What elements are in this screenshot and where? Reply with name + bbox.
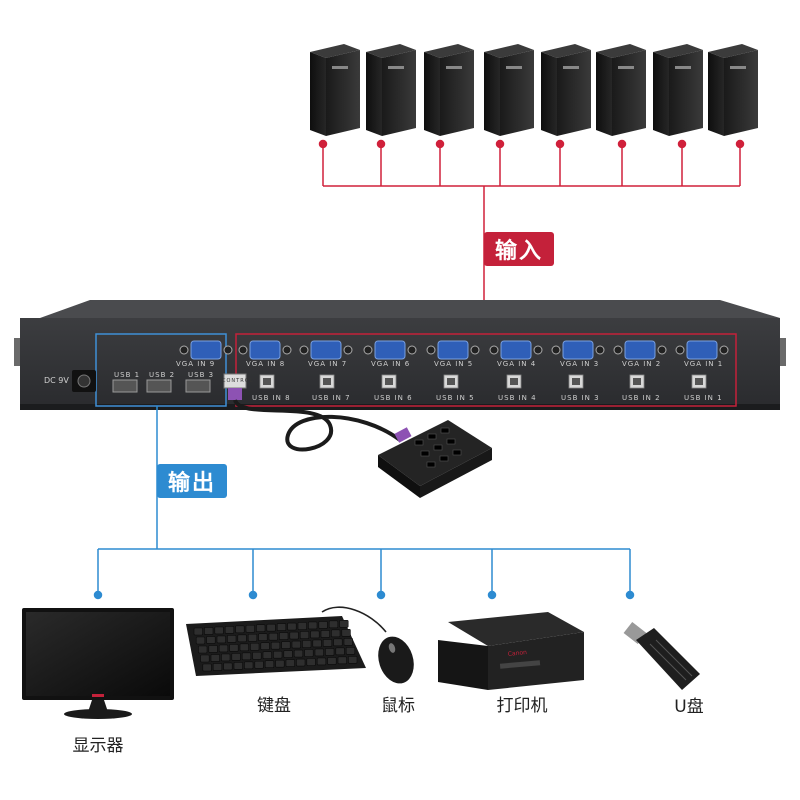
port-label-usb-3: USB 3 — [188, 371, 215, 379]
port-label-control: CONTROL — [222, 378, 254, 384]
computer-tower — [541, 44, 591, 136]
port-label-vga-in-1: VGA IN 1 — [684, 360, 724, 368]
vga-port — [238, 340, 292, 360]
usb-out-ports — [112, 379, 211, 393]
usb-b-port — [259, 374, 275, 389]
device-label-printer: 打印机 — [496, 696, 548, 716]
vga-port — [489, 340, 543, 360]
computer-towers — [310, 44, 758, 136]
usb-in-ports — [259, 374, 707, 389]
computer-tower — [310, 44, 360, 136]
computer-tower — [596, 44, 646, 136]
port-label-vga-in-6: VGA IN 6 — [371, 360, 411, 368]
usb-b-port — [691, 374, 707, 389]
dc-power-jack — [72, 370, 96, 392]
device-label-mouse: 鼠标 — [381, 696, 415, 716]
input-port-highlight — [235, 333, 737, 407]
computer-tower — [484, 44, 534, 136]
port-label-usb-in-5: USB IN 5 — [436, 394, 475, 402]
usb-b-port — [506, 374, 522, 389]
printer-image: Canon — [438, 612, 584, 690]
port-label-vga-in-2: VGA IN 2 — [622, 360, 662, 368]
port-label-vga-in-8: VGA IN 8 — [246, 360, 286, 368]
vga-port — [675, 340, 729, 360]
port-label-vga-in-7: VGA IN 7 — [308, 360, 348, 368]
usb-b-port — [629, 374, 645, 389]
port-label-usb-in-2: USB IN 2 — [622, 394, 661, 402]
computer-tower — [424, 44, 474, 136]
monitor-image — [22, 608, 174, 719]
port-label-usb-in-4: USB IN 4 — [498, 394, 537, 402]
port-label-usb-in-1: USB IN 1 — [684, 394, 723, 402]
vga-port — [551, 340, 605, 360]
output-label: 输出 — [157, 464, 227, 498]
port-label-vga-in-3: VGA IN 3 — [560, 360, 600, 368]
usb-b-port — [319, 374, 335, 389]
vga-port — [179, 340, 233, 360]
computer-tower — [708, 44, 758, 136]
vga-port — [363, 340, 417, 360]
computer-tower — [366, 44, 416, 136]
computer-tower — [653, 44, 703, 136]
port-label-usb-2: USB 2 — [149, 371, 176, 379]
control-cable — [223, 373, 402, 452]
usb-b-port — [443, 374, 459, 389]
remote-controller — [378, 420, 492, 498]
output-connection-lines — [93, 406, 635, 600]
port-label-vga-in-4: VGA IN 4 — [497, 360, 537, 368]
keyboard-image — [186, 616, 366, 676]
input-label: 输入 — [484, 232, 554, 266]
output-port-highlight — [95, 333, 227, 407]
device-label-udisk: U盘 — [674, 697, 704, 717]
mouse-image — [321, 606, 414, 684]
svg-text:Canon: Canon — [507, 649, 527, 658]
kvm-switch-chassis — [14, 300, 786, 410]
port-label-vga-in-5: VGA IN 5 — [434, 360, 474, 368]
port-label-usb-in-8: USB IN 8 — [252, 394, 291, 402]
usb-b-port — [381, 374, 397, 389]
vga-port — [299, 340, 353, 360]
vga-port — [426, 340, 480, 360]
port-label-usb-in-7: USB IN 7 — [312, 394, 351, 402]
vga-ports — [179, 340, 729, 360]
port-label-usb-in-3: USB IN 3 — [561, 394, 600, 402]
usb-b-port — [568, 374, 584, 389]
port-label-vga-in-9: VGA IN 9 — [176, 360, 216, 368]
port-label-usb-1: USB 1 — [114, 371, 141, 379]
device-label-monitor: 显示器 — [72, 736, 124, 756]
power-label: DC 9V — [44, 376, 69, 385]
usb-drive-image — [623, 621, 700, 690]
port-label-usb-in-6: USB IN 6 — [374, 394, 413, 402]
device-label-keyboard: 键盘 — [257, 696, 291, 716]
vga-port — [613, 340, 667, 360]
